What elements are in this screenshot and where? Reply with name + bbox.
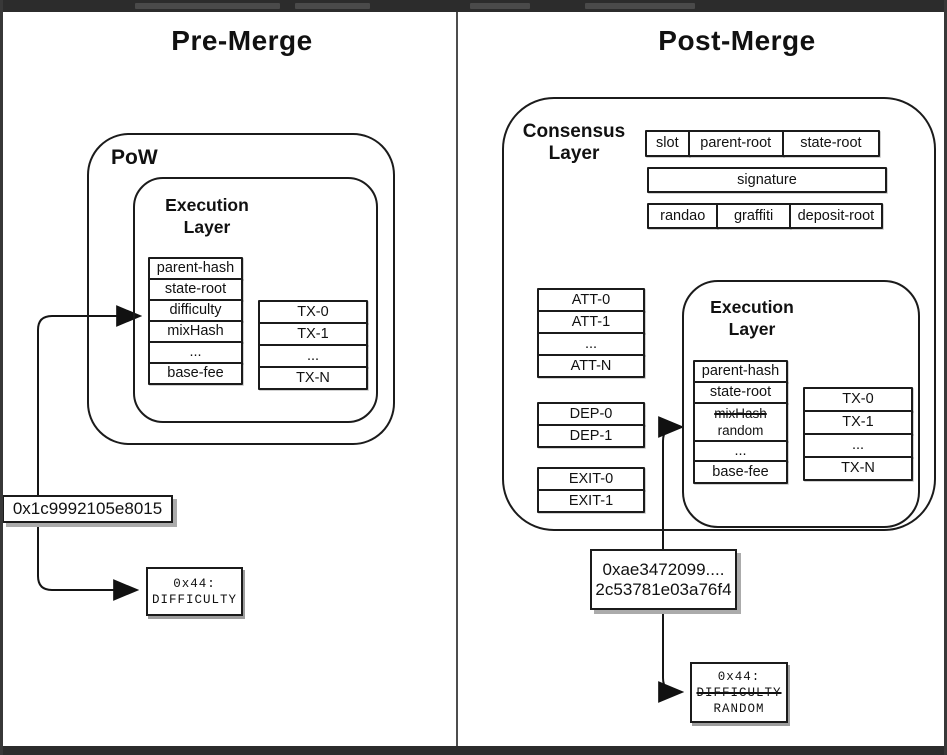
dep-item: DEP-0 [537, 402, 645, 426]
att-item: ATT-N [537, 354, 645, 378]
execution-layer-label-left: Execution Layer [165, 194, 249, 238]
mixhash-struck-label: mixHash [714, 406, 767, 421]
field-state-root: state-root [148, 278, 243, 301]
random-value-box: 0xae3472099.... 2c53781e03a76f4 [590, 549, 737, 610]
cropped-bottom-bar [0, 746, 947, 755]
field-state-root: state-root [781, 130, 880, 157]
execution-layer-label-line1: Execution [710, 297, 794, 317]
pow-label: PoW [111, 146, 158, 169]
cropped-text-remnant [585, 3, 695, 9]
consensus-header-row1: slot parent-root state-root [645, 130, 880, 157]
deposit-list: DEP-0 DEP-1 [537, 402, 645, 448]
tx-item: TX-0 [258, 300, 368, 324]
storage-slot-box-right: 0x44: DIFFICULTY RANDOM [690, 662, 788, 723]
field-difficulty: difficulty [148, 299, 243, 322]
random-value-line1: 0xae3472099.... [602, 559, 725, 579]
tx-item: TX-1 [258, 322, 368, 346]
tx-list-left: TX-0 TX-1 ... TX-N [258, 300, 368, 390]
att-item: ATT-1 [537, 310, 645, 334]
execution-layer-box-right [682, 280, 920, 528]
consensus-layer-label: Consensus Layer [523, 121, 625, 165]
field-ellipsis: ... [693, 440, 788, 462]
field-randao: randao [647, 203, 719, 229]
exit-item: EXIT-1 [537, 489, 645, 513]
cropped-text-remnant [135, 3, 280, 9]
storage-slot-box-left: 0x44: DIFFICULTY [146, 567, 243, 616]
pre-merge-title: Pre-Merge [171, 25, 313, 56]
consensus-layer-box [502, 97, 936, 531]
field-parent-hash: parent-hash [148, 257, 243, 280]
field-slot: slot [645, 130, 690, 157]
consensus-layer-label-line2: Layer [548, 143, 600, 164]
left-frame-edge [0, 0, 3, 755]
pow-box [87, 133, 395, 445]
consensus-layer-label-line1: Consensus [522, 121, 626, 142]
slot-name-difficulty-struck: DIFFICULTY [696, 685, 782, 700]
block-fields-right: parent-hash state-root mixHash random ..… [693, 360, 788, 484]
slot-address: 0x44: [717, 669, 761, 684]
difficulty-value: 0x1c9992105e8015 [12, 499, 163, 518]
difficulty-value-box: 0x1c9992105e8015 [2, 495, 173, 523]
slot-name-difficulty: DIFFICULTY [151, 592, 237, 607]
exit-item: EXIT-0 [537, 467, 645, 491]
execution-layer-label-line1: Execution [165, 195, 249, 215]
field-base-fee: base-fee [148, 362, 243, 385]
attestation-list: ATT-0 ATT-1 ... ATT-N [537, 288, 645, 378]
consensus-header-row3: randao graffiti deposit-root [647, 203, 883, 229]
consensus-header-row2: signature [647, 167, 887, 193]
cropped-top-bar [0, 0, 947, 12]
block-fields-left: parent-hash state-root difficulty mixHas… [148, 257, 243, 385]
cropped-text-remnant [295, 3, 370, 9]
field-graffiti: graffiti [716, 203, 791, 229]
execution-layer-label-right: Execution Layer [710, 296, 794, 340]
att-item: ATT-0 [537, 288, 645, 312]
post-merge-title: Post-Merge [658, 25, 816, 56]
att-item: ... [537, 332, 645, 356]
random-label: random [717, 422, 764, 438]
field-parent-hash: parent-hash [693, 360, 788, 383]
tx-item: TX-0 [803, 387, 913, 412]
right-frame-edge [944, 0, 947, 755]
field-signature: signature [647, 167, 887, 193]
execution-layer-label-line2: Layer [728, 319, 776, 339]
arrow-randomvalue-to-storage [658, 610, 685, 703]
execution-layer-label-line2: Layer [183, 217, 231, 237]
panel-divider [456, 0, 458, 747]
field-deposit-root: deposit-root [788, 203, 883, 229]
field-mixhash: mixHash [148, 320, 243, 343]
field-base-fee: base-fee [693, 460, 788, 484]
tx-item: TX-N [258, 366, 368, 390]
tx-list-right: TX-0 TX-1 ... TX-N [803, 387, 913, 481]
field-state-root: state-root [693, 381, 788, 404]
exit-list: EXIT-0 EXIT-1 [537, 467, 645, 513]
field-parent-root: parent-root [687, 130, 784, 157]
tx-item: TX-N [803, 456, 913, 481]
field-ellipsis: ... [148, 341, 243, 364]
tx-item: ... [803, 433, 913, 458]
tx-item: TX-1 [803, 410, 913, 435]
field-mixhash-random: mixHash random [693, 402, 788, 442]
dep-item: DEP-1 [537, 424, 645, 448]
slot-name-random: RANDOM [713, 701, 765, 716]
slot-address: 0x44: [173, 576, 216, 591]
execution-layer-box-left [133, 177, 378, 423]
random-value-line2: 2c53781e03a76f4 [595, 579, 732, 599]
tx-item: ... [258, 344, 368, 368]
cropped-text-remnant [470, 3, 530, 9]
